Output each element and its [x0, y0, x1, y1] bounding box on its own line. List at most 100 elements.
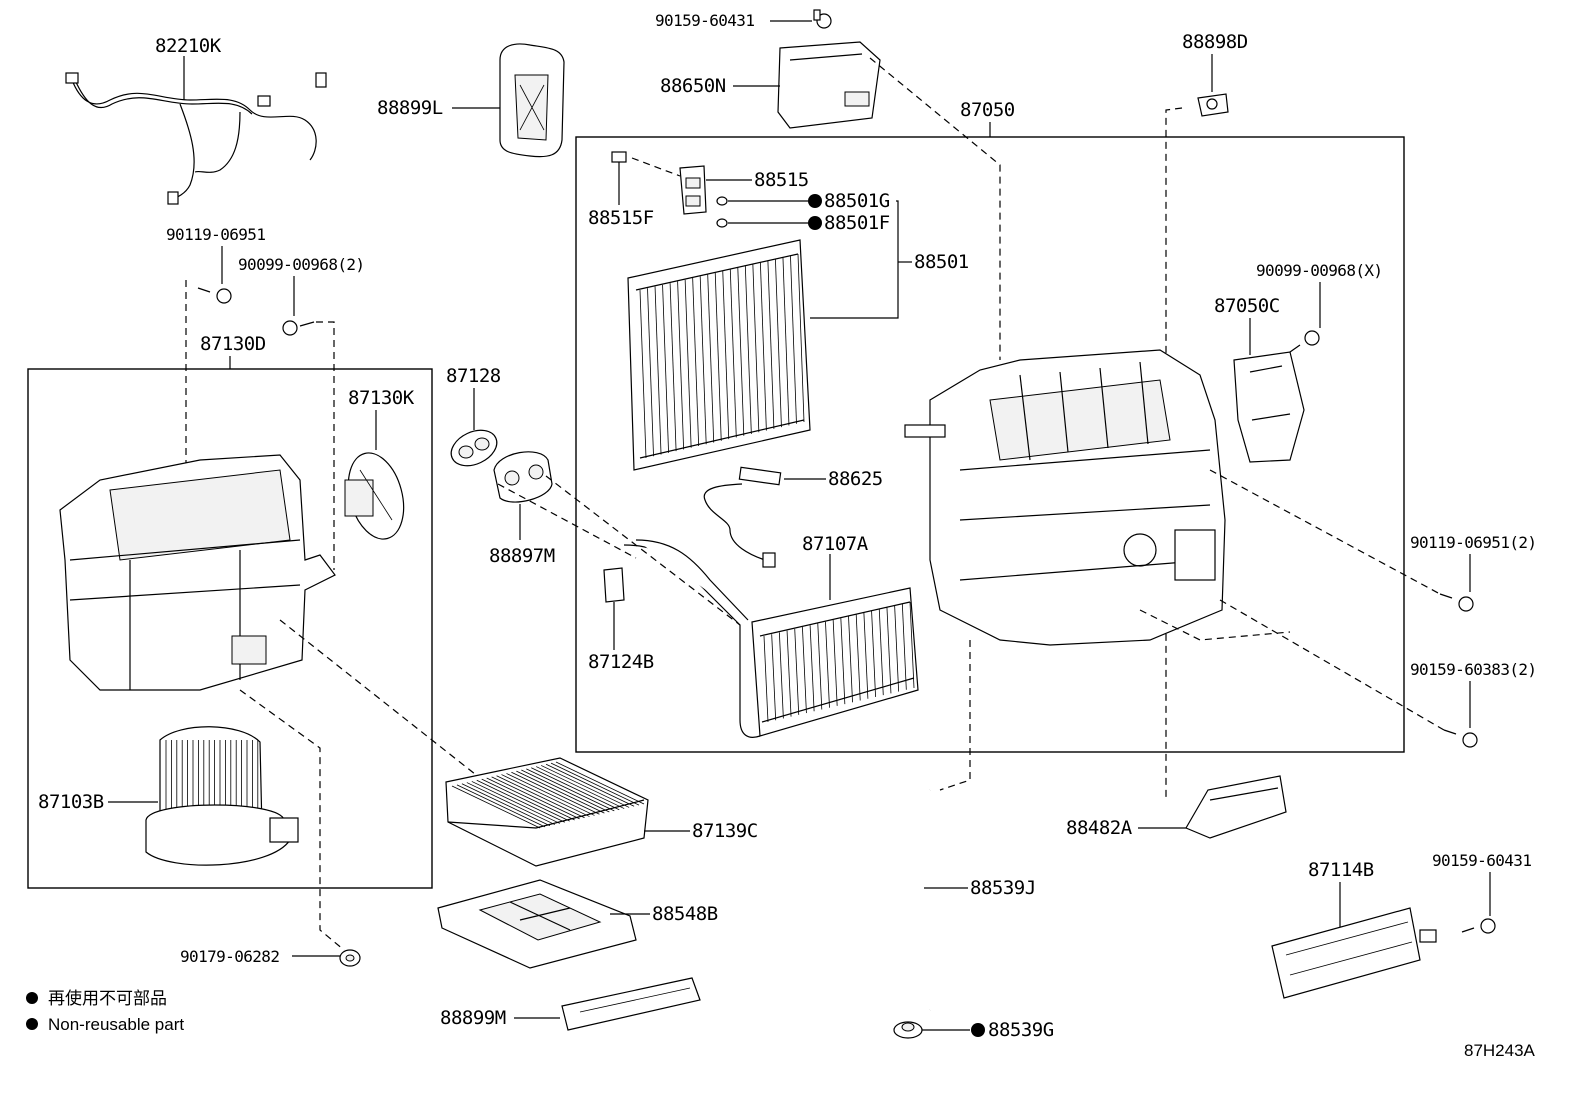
fin-line [797, 253, 805, 423]
fin-line [714, 272, 722, 441]
label-88501G: 88501G [824, 190, 890, 212]
blower-case-87130D [59, 454, 336, 691]
label-82210K: 82210K [155, 35, 222, 57]
label-88898D: 88898D [1182, 31, 1248, 53]
seal-88897M [493, 451, 553, 503]
heater-core-87107A [623, 539, 919, 738]
fin-line [496, 775, 585, 819]
fin-line [840, 618, 846, 705]
fin-line [848, 616, 853, 703]
fin-line [550, 762, 640, 806]
heater-unit-case-87050 [904, 349, 1226, 646]
fin-line [486, 777, 575, 821]
fin-line [669, 283, 677, 452]
label-88482A: 88482A [1066, 817, 1133, 839]
fin-line [778, 632, 784, 719]
non-reusable-dot [808, 194, 822, 208]
blower-motor-87103B [145, 726, 299, 866]
fin-line [752, 264, 760, 433]
cover-88899L [499, 43, 565, 158]
label-87050: 87050 [960, 99, 1015, 121]
fin-line [759, 262, 767, 431]
fin-line [639, 289, 647, 459]
fin-line [677, 281, 685, 450]
fin-line [894, 605, 900, 692]
cover-88899M [561, 977, 701, 1031]
label-90099-00968-2: 90099-00968(2) [238, 255, 364, 274]
label-87130K: 87130K [348, 387, 415, 409]
fin-line [476, 779, 565, 823]
fin-line [722, 271, 730, 440]
label-90159-60383-2: 90159-60383(2) [1410, 660, 1536, 679]
fin-line [545, 763, 635, 807]
grommet-88539G [893, 1021, 923, 1039]
motor-controller-87130K [344, 452, 405, 540]
fin-line [654, 286, 662, 455]
ptc-heater-87114B [1271, 907, 1437, 999]
fin-line [767, 260, 775, 429]
label-87128: 87128 [446, 365, 501, 387]
evaporator-88501 [627, 239, 811, 471]
fin-line [647, 288, 654, 457]
fin-line [511, 771, 600, 815]
fin-line [466, 782, 556, 825]
label-90119-06951-2: 90119-06951(2) [1410, 533, 1536, 552]
fin-line [771, 634, 777, 721]
fin-line [506, 773, 595, 816]
fin-line [707, 274, 715, 443]
fin-line [794, 628, 800, 715]
label-87114B: 87114B [1308, 859, 1374, 881]
fin-line [481, 778, 570, 822]
clip-88898D [1197, 93, 1229, 117]
fin-line [790, 255, 797, 424]
drain-hose-88539J [905, 787, 957, 1012]
duct-88482A [1185, 775, 1287, 839]
label-87107A: 87107A [802, 533, 869, 555]
label-87139C: 87139C [692, 820, 758, 842]
label-90179-06282: 90179-06282 [180, 947, 279, 966]
fin-line [451, 785, 541, 829]
fin-line [729, 269, 737, 438]
module-88650N [777, 41, 881, 129]
fin-line [699, 276, 707, 445]
label-88899M: 88899M [440, 1007, 506, 1029]
label-88899L: 88899L [377, 97, 443, 119]
fin-line [692, 277, 700, 447]
screw-icon [282, 320, 315, 336]
bolt-88515F [611, 151, 627, 205]
label-88539G: 88539G [988, 1019, 1054, 1041]
legend-line-en: Non-reusable part [48, 1015, 184, 1034]
fin-line [763, 635, 769, 723]
fin-line [516, 770, 605, 814]
non-reusable-dot [26, 992, 38, 1004]
fin-line [526, 768, 615, 812]
bolt-icon [1443, 729, 1478, 748]
fin-line [536, 766, 625, 809]
expansion-valve-88515 [679, 165, 707, 215]
seal-87128 [450, 429, 498, 467]
fin-line [817, 623, 823, 710]
non-reusable-dot [971, 1023, 985, 1037]
fin-line [863, 612, 869, 699]
label-88625: 88625 [828, 468, 883, 490]
bracket-87050C [1233, 351, 1305, 463]
non-reusable-dot [26, 1018, 38, 1030]
filter-case-88548B [437, 879, 637, 969]
bolt-icon [197, 287, 232, 304]
fin-line [901, 603, 907, 690]
fin-line [832, 619, 838, 706]
fin-line [461, 783, 551, 827]
cabin-filter-87139C [445, 757, 649, 867]
label-87124B: 87124B [588, 651, 654, 673]
label-87130D: 87130D [200, 333, 266, 355]
label-90159-60431-bot: 90159-60431 [1432, 851, 1531, 870]
bracket-87124B [603, 567, 625, 650]
thermistor-88625 [703, 466, 782, 568]
label-88501: 88501 [914, 251, 969, 273]
fin-line [555, 761, 645, 805]
label-88515: 88515 [754, 169, 809, 191]
label-88548B: 88548B [652, 903, 718, 925]
label-88897M: 88897M [489, 545, 555, 567]
label-87050C: 87050C [1214, 295, 1280, 317]
